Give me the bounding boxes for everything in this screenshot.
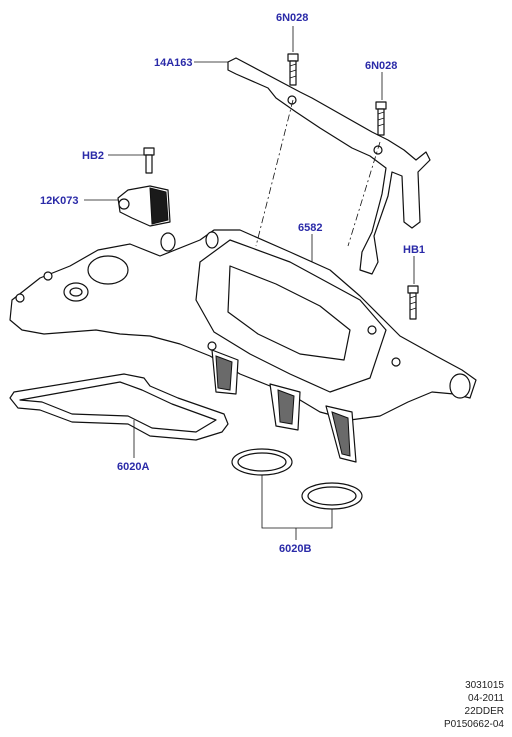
- bracket-14a163: [227, 57, 431, 275]
- callout-6582: 6582: [298, 222, 322, 234]
- seal-6020b-lower: [301, 482, 363, 510]
- leader-6020b: [261, 475, 333, 540]
- bolt-hb2: [143, 147, 155, 174]
- callout-14a163: 14A163: [154, 57, 193, 69]
- callout-6n028-top: 6N028: [276, 12, 308, 24]
- seal-6020b-upper: [231, 448, 293, 476]
- diagram-reference-block: 3031015 04-2011 22DDER P0150662-04: [444, 679, 504, 731]
- callout-6n028-right: 6N028: [365, 60, 397, 72]
- valve-cover-6582: [9, 229, 477, 463]
- alignment-line-top-bolt: [255, 99, 294, 247]
- reference-number: 3031015: [465, 680, 504, 691]
- callout-12k073: 12K073: [40, 195, 79, 207]
- reference-code: 22DDER: [464, 706, 504, 717]
- callout-hb1: HB1: [403, 244, 425, 256]
- callout-hb2: HB2: [82, 150, 104, 162]
- bolt-hb1: [407, 285, 419, 320]
- sensor-12k073: [117, 185, 171, 227]
- callout-6020a: 6020A: [117, 461, 149, 473]
- gasket-6020a: [9, 373, 229, 441]
- bolt-6n028-top: [287, 53, 299, 86]
- reference-illustration-id: P0150662-04: [443, 719, 504, 730]
- alignment-line-right-bolt: [347, 141, 381, 247]
- callout-6020b: 6020B: [279, 543, 311, 555]
- bolt-6n028-right: [375, 101, 387, 136]
- reference-date: 04-2011: [468, 693, 504, 704]
